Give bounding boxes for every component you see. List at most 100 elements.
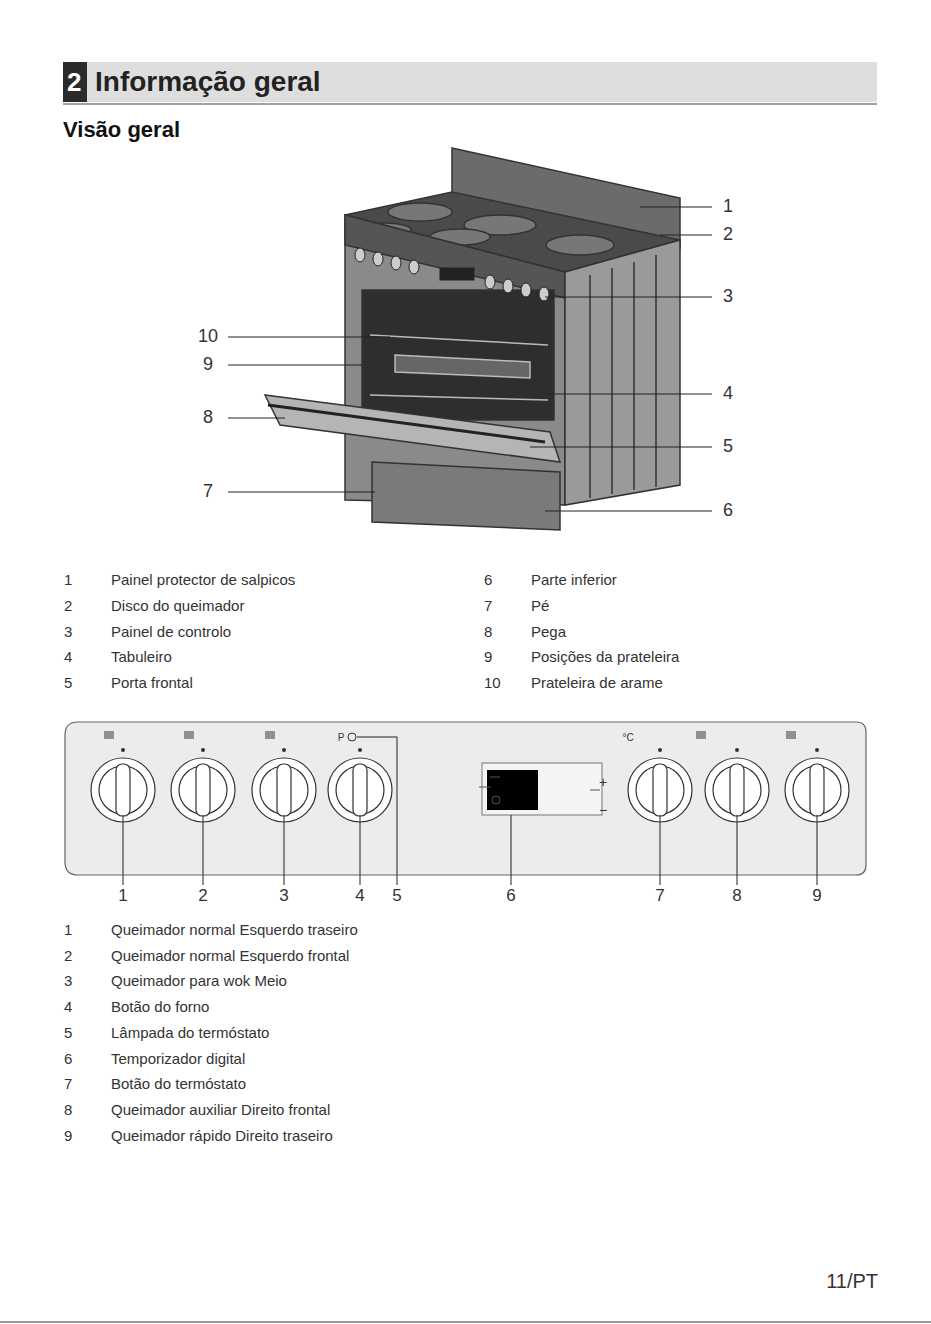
- callout-number: 8: [203, 408, 213, 428]
- illustration-part: [487, 770, 538, 810]
- illustration-part: [328, 758, 392, 822]
- illustration-part: [730, 764, 744, 816]
- control-name: Botão do termóstato: [111, 1076, 246, 1093]
- illustration-part: [660, 815, 661, 885]
- illustration-part: [503, 279, 513, 293]
- illustration-part: [91, 758, 155, 822]
- callout-number: 7: [655, 887, 664, 906]
- section-title: Visão geral: [63, 118, 180, 142]
- node-text: 2: [67, 69, 81, 95]
- control-name: Queimador rápido Direito traseiro: [111, 1127, 333, 1144]
- illustration-part: [490, 777, 500, 778]
- illustration-part: [409, 260, 419, 274]
- legend-number: 4: [64, 999, 72, 1016]
- illustration-part: [228, 365, 362, 366]
- illustration-part: [545, 511, 712, 512]
- part-name: Pé: [531, 598, 549, 615]
- illustration-part: [660, 235, 712, 236]
- illustration-part: [530, 447, 712, 448]
- illustration-part: [265, 148, 680, 530]
- panel-symbol: −: [599, 803, 607, 818]
- callout-number: 5: [723, 437, 733, 457]
- illustration-part: [360, 815, 361, 885]
- illustration-part: [0, 1322, 931, 1323]
- page-number: 11/PT: [826, 1270, 878, 1292]
- illustration-part: [65, 722, 866, 875]
- callout-number: 3: [279, 887, 288, 906]
- chapter-number-box: 2: [63, 62, 87, 102]
- illustration-part: [655, 255, 657, 487]
- callout-number: 9: [812, 887, 821, 906]
- illustration-part: [284, 815, 285, 885]
- illustration-part: [348, 733, 356, 741]
- illustration-part: [345, 215, 565, 298]
- callout-number: 4: [355, 887, 364, 906]
- illustration-part: [265, 731, 275, 739]
- illustration-part: [539, 287, 549, 301]
- illustration-part: [815, 748, 819, 752]
- illustration-part: [123, 737, 817, 885]
- illustration-part: [633, 262, 635, 490]
- callout-number: 4: [723, 384, 733, 404]
- part-name: Painel protector de salpicos: [111, 572, 295, 589]
- control-name: Queimador para wok Meio: [111, 973, 287, 990]
- illustration-part: [492, 796, 500, 804]
- illustration-part: [590, 790, 600, 791]
- part-name: Pega: [531, 623, 566, 640]
- illustration-part: [265, 395, 560, 462]
- node-text: Informação geral: [95, 68, 321, 96]
- control-name: Botão do forno: [111, 999, 209, 1016]
- legend-number: 1: [64, 572, 72, 589]
- callout-number: 6: [506, 887, 515, 906]
- illustration-part: [357, 737, 397, 885]
- legend-number: 2: [64, 598, 72, 615]
- callout-number: 2: [198, 887, 207, 906]
- callout-number: 6: [723, 501, 733, 521]
- callout-number: 10: [198, 327, 218, 347]
- illustration-part: [391, 256, 401, 270]
- control-name: Queimador normal Esquerdo frontal: [111, 947, 349, 964]
- callout-number: 9: [203, 355, 213, 375]
- illustration-part: [565, 240, 680, 505]
- illustration-part: [116, 764, 130, 816]
- callout-number: 1: [118, 887, 127, 906]
- illustration-part: [370, 335, 548, 345]
- illustration-part: [511, 815, 512, 885]
- part-name: Disco do queimador: [111, 598, 244, 615]
- legend-number: 9: [484, 649, 492, 666]
- legend-number: 7: [64, 1076, 72, 1093]
- illustration-part: [196, 764, 210, 816]
- legend-number: 3: [64, 973, 72, 990]
- legend-number: 3: [64, 623, 72, 640]
- illustration-part: [252, 758, 316, 822]
- illustration-part: [640, 207, 712, 208]
- legend-number: 5: [64, 1025, 72, 1042]
- legend-number: 4: [64, 649, 72, 666]
- control-name: Queimador auxiliar Direito frontal: [111, 1102, 330, 1119]
- illustration-part: [705, 758, 769, 822]
- illustration-part: [362, 290, 554, 420]
- panel-symbol: °C: [622, 732, 633, 743]
- illustration-part: [228, 337, 390, 338]
- illustration-part: [63, 104, 877, 105]
- illustration-part: [395, 355, 530, 378]
- illustration-part: [545, 394, 712, 395]
- legend-number: 6: [64, 1050, 72, 1067]
- part-name: Painel de controlo: [111, 623, 231, 640]
- illustration-part: [546, 235, 614, 255]
- illustration-part: [116, 764, 824, 816]
- illustration-part: [817, 815, 818, 885]
- illustration-part: [123, 815, 124, 885]
- control-name: Lâmpada do termóstato: [111, 1025, 269, 1042]
- illustration-part: [479, 777, 600, 804]
- illustration-part: [735, 748, 739, 752]
- chapter-band: Informação geral 2: [63, 62, 877, 102]
- part-name: Posições da prateleira: [531, 649, 679, 666]
- illustration-part: [203, 815, 204, 885]
- callout-number: 5: [392, 887, 401, 906]
- panel-symbol: +: [599, 775, 607, 790]
- legend-number: 9: [64, 1127, 72, 1144]
- illustration-part: [785, 758, 849, 822]
- part-name: Tabuleiro: [111, 649, 172, 666]
- control-name: Queimador normal Esquerdo traseiro: [111, 922, 358, 939]
